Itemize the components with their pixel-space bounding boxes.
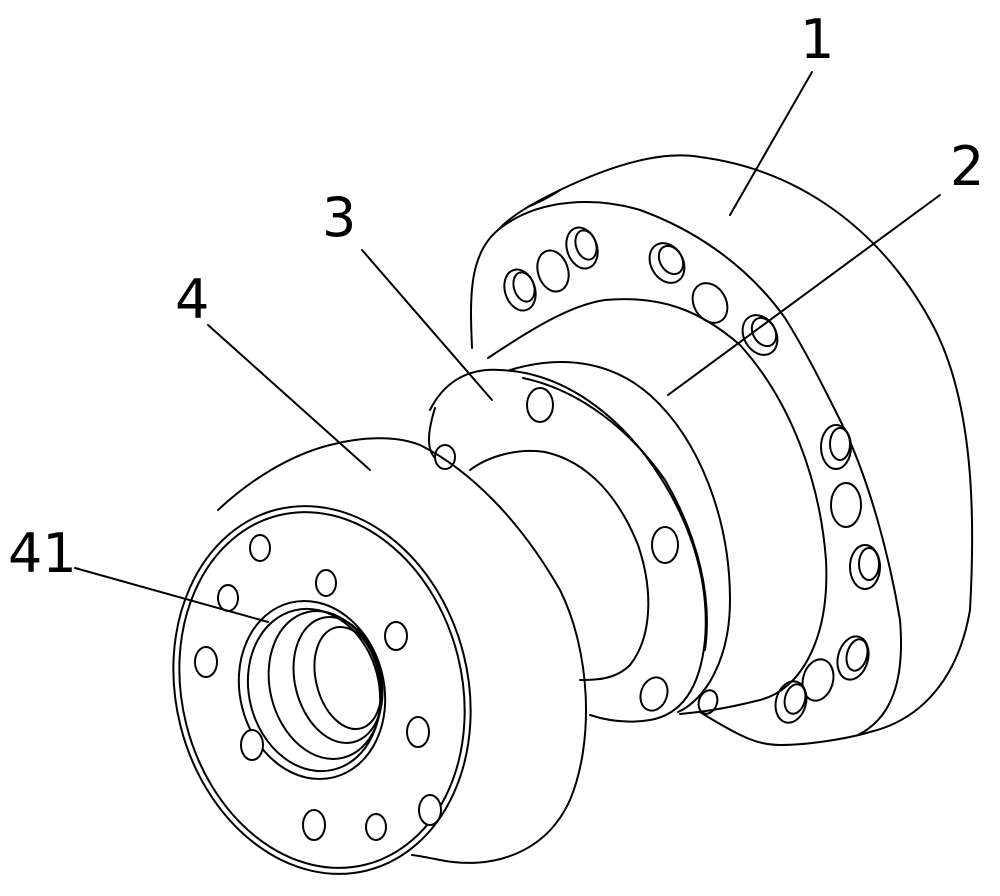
label-2: 2	[950, 135, 984, 198]
middle-body	[488, 299, 826, 714]
label-41: 41	[8, 522, 77, 585]
collar-plate	[429, 370, 707, 722]
collar-holes	[435, 388, 678, 714]
label-4: 4	[175, 268, 209, 331]
leader-lines	[75, 72, 940, 622]
front-hub	[135, 438, 586, 896]
label-3: 3	[322, 186, 356, 249]
neck	[470, 451, 648, 680]
flange-bolt-holes	[499, 223, 880, 726]
label-1: 1	[800, 8, 834, 71]
